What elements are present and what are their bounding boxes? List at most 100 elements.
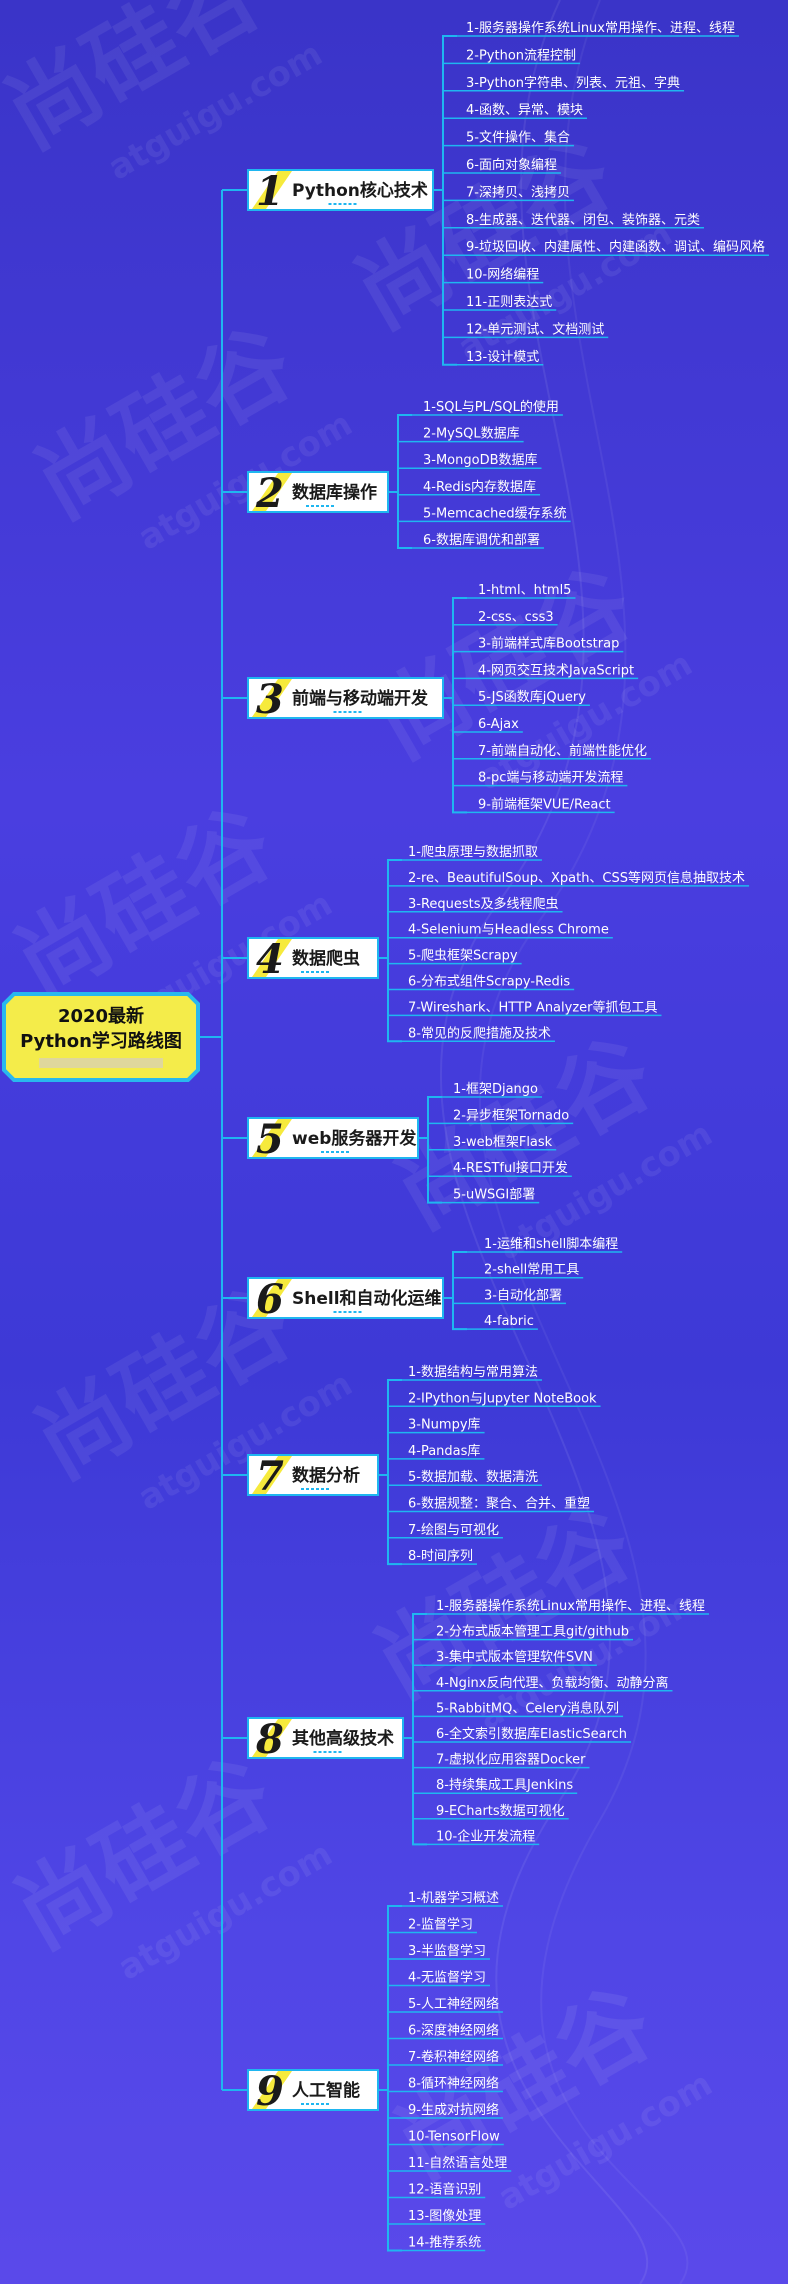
list-item: 5-爬虫框架Scrapy <box>408 949 518 964</box>
category-underline-dash <box>313 1751 317 1753</box>
root-blur-bar <box>39 1058 163 1068</box>
list-item: 5-JS函数库jQuery <box>478 689 586 705</box>
category-number: 5 <box>256 1116 284 1163</box>
list-item: 6-深度神经网络 <box>408 2023 499 2039</box>
list-item: 4-fabric <box>484 1314 534 1329</box>
list-item: 2-css、css3 <box>478 610 554 625</box>
branch-spine <box>387 1475 402 1566</box>
list-item: 7-虚拟化应用容器Docker <box>436 1752 586 1768</box>
list-item: 6-数据库调优和部署 <box>423 532 540 548</box>
category-underline-dash <box>343 711 347 713</box>
list-item: 3-前端样式库Bootstrap <box>478 636 619 652</box>
category-number: 4 <box>256 936 284 983</box>
list-item: 10-TensorFlow <box>408 2130 500 2145</box>
category-underline-dash <box>348 203 352 205</box>
category-underline-dash <box>316 1488 319 1490</box>
list-item: 7-绘图与可视化 <box>408 1523 499 1538</box>
branch-spine <box>412 1738 427 1846</box>
list-item: 5-人工神经网络 <box>408 1996 499 2012</box>
list-item: 2-IPython与Jupyter NoteBook <box>408 1391 597 1406</box>
category-number: 6 <box>256 1276 284 1323</box>
bg-wave <box>439 0 649 2284</box>
list-item: 8-持续集成工具Jenkins <box>436 1777 573 1793</box>
category-underline-dash <box>326 1488 329 1490</box>
list-item: 7-深拷贝、浅拷贝 <box>466 185 570 200</box>
root-node: 2020最新 Python学习路线图 <box>2 992 200 1082</box>
category-underline-dash <box>323 1751 327 1753</box>
list-item: 6-数据规整：聚合、合并、重塑 <box>408 1496 590 1512</box>
branch-spine <box>387 1905 402 2090</box>
category-underline-dash <box>338 1751 342 1753</box>
list-item: 10-企业开发流程 <box>436 1828 535 1844</box>
list-item: 12-语音识别 <box>408 2182 481 2198</box>
list-item: 5-RabbitMQ、Celery消息队列 <box>436 1700 619 1716</box>
category-number-accent <box>252 679 292 717</box>
list-item: 3-Numpy库 <box>408 1417 481 1433</box>
category-underline-dash <box>338 711 342 713</box>
list-item: 1-SQL与PL/SQL的使用 <box>423 399 559 415</box>
list-item: 13-图像处理 <box>408 2209 481 2224</box>
list-item: 5-Memcached缓存系统 <box>423 506 567 521</box>
branch-spine <box>387 958 402 1043</box>
list-item: 7-Wireshark、HTTP Analyzer等抓包工具 <box>408 999 658 1015</box>
category-underline-dash <box>331 505 334 507</box>
list-item: 14-推荐系统 <box>408 2236 481 2251</box>
category-underline-dash <box>338 203 342 205</box>
branch-spine <box>397 492 412 549</box>
category-underline-dash <box>321 1488 324 1490</box>
category-number-accent <box>252 1719 292 1757</box>
list-item: 9-前端框架VUE/React <box>478 796 611 812</box>
category-underline-dash <box>358 711 362 713</box>
list-item: 1-爬虫原理与数据抓取 <box>408 845 538 860</box>
list-item: 1-服务器操作系统Linux常用操作、进程、线程 <box>466 20 735 36</box>
category-number: 8 <box>255 1716 284 1763</box>
list-item: 4-函数、异常、模块 <box>466 103 583 118</box>
category-title: 前端与移动端开发 <box>292 688 429 709</box>
list-item: 10-网络编程 <box>466 267 539 283</box>
category-underline-dash <box>301 1488 304 1490</box>
category-underline-dash <box>306 2103 309 2105</box>
list-item: 3-Requests及多线程爬虫 <box>408 896 559 912</box>
list-item: 9-ECharts数据可视化 <box>436 1804 565 1819</box>
category-underline-dash <box>311 971 314 973</box>
category-number-accent <box>252 473 292 511</box>
list-item: 7-卷积神经网络 <box>408 2049 499 2065</box>
list-item: 3-Python字符串、列表、元祖、字典 <box>466 75 680 91</box>
category-underline-dash <box>326 971 329 973</box>
category-number-accent <box>252 171 292 209</box>
list-item: 4-Pandas库 <box>408 1443 480 1459</box>
root-title-line2: Python学习路线图 <box>20 1030 182 1052</box>
list-item: 2-shell常用工具 <box>484 1263 579 1278</box>
category-number: 9 <box>256 2068 284 2115</box>
category-underline-dash <box>343 1311 347 1313</box>
list-item: 2-异步框架Tornado <box>453 1108 569 1123</box>
list-item: 3-集中式版本管理软件SVN <box>436 1649 593 1665</box>
root-title-line1: 2020最新 <box>58 1005 144 1027</box>
category-number-accent <box>252 1279 292 1317</box>
branch-spine <box>387 1379 402 1475</box>
list-item: 3-自动化部署 <box>484 1288 562 1303</box>
category-title: web服务器开发 <box>292 1128 417 1149</box>
list-item: 1-数据结构与常用算法 <box>408 1365 538 1380</box>
category-underline-dash <box>321 2103 324 2105</box>
category-underline-dash <box>328 1751 332 1753</box>
list-item: 3-MongoDB数据库 <box>423 452 538 468</box>
category-number-accent <box>252 939 292 977</box>
list-item: 6-分布式组件Scrapy-Redis <box>408 975 570 990</box>
list-item: 1-服务器操作系统Linux常用操作、进程、线程 <box>436 1598 705 1614</box>
list-item: 11-自然语言处理 <box>408 2155 507 2171</box>
list-item: 9-垃圾回收、内建属性、内建函数、调试、编码风格 <box>466 239 765 255</box>
list-item: 1-运维和shell脚本编程 <box>484 1236 618 1252</box>
list-item: 9-生成对抗网络 <box>408 2102 499 2118</box>
category-underline-dash <box>316 2103 319 2105</box>
list-item: 2-MySQL数据库 <box>423 426 520 442</box>
category-underline-dash <box>328 203 332 205</box>
list-item: 5-uWSGI部署 <box>453 1188 535 1203</box>
